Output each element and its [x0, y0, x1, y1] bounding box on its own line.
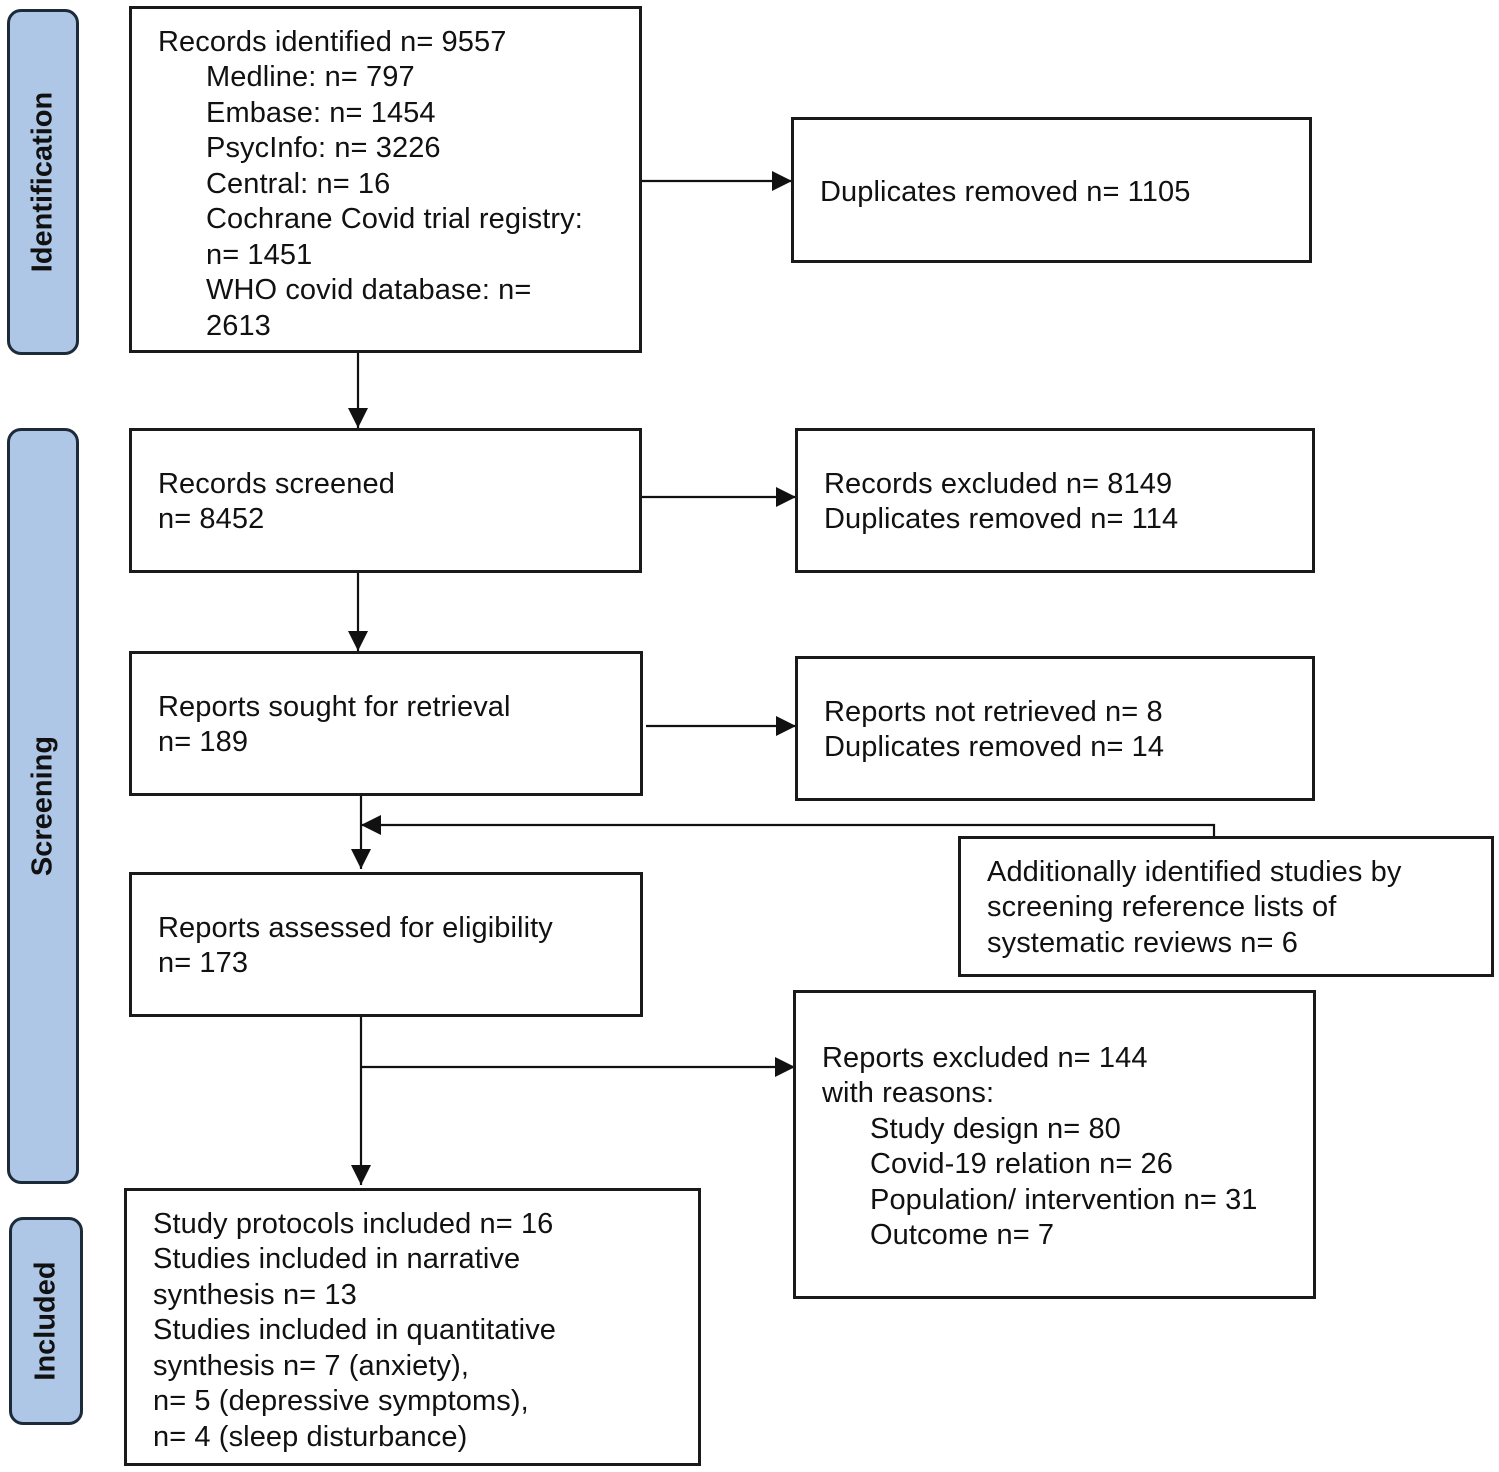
records-excluded-box: Records excluded n= 8149 Duplicates remo… [795, 428, 1315, 573]
included-quantitative-1: Studies included in quantitative [153, 1314, 557, 1346]
source-embase: Embase: n= 1454 [206, 97, 436, 129]
source-who: WHO covid database: n= [206, 274, 532, 306]
source-psycinfo: PsycInfo: n= 3226 [206, 132, 441, 164]
records-screened-label: Records screened [158, 468, 395, 500]
included-quantitative-sleep: n= 4 (sleep disturbance) [153, 1421, 468, 1453]
reports-sought-box: Reports sought for retrieval n= 189 [129, 651, 643, 796]
additional-studies-line-2: screening reference lists of [987, 891, 1337, 923]
records-screened-box: Records screened n= 8452 [129, 428, 642, 573]
included-quantitative-depressive: n= 5 (depressive symptoms), [153, 1385, 529, 1417]
included-narrative-2: synthesis n= 13 [153, 1279, 357, 1311]
included-quantitative-anxiety: synthesis n= 7 (anxiety), [153, 1350, 470, 1382]
source-cochrane: Cochrane Covid trial registry: [206, 203, 583, 235]
stage-screening: Screening [7, 428, 79, 1184]
reports-not-retrieved-text: Reports not retrieved n= 8 [824, 696, 1163, 728]
source-cochrane-count: n= 1451 [206, 239, 313, 271]
reports-excluded-reasons-label: with reasons: [822, 1077, 995, 1109]
reports-not-retrieved-duplicates: Duplicates removed n= 14 [824, 731, 1165, 763]
source-who-count: 2613 [206, 310, 271, 342]
source-central: Central: n= 16 [206, 168, 391, 200]
duplicates-removed-box: Duplicates removed n= 1105 [791, 117, 1312, 263]
reports-assessed-count: n= 173 [158, 947, 249, 979]
reports-sought-count: n= 189 [158, 726, 249, 758]
additional-studies-line-3: systematic reviews n= 6 [987, 927, 1298, 959]
records-duplicates-text: Duplicates removed n= 114 [824, 503, 1179, 535]
records-screened-count: n= 8452 [158, 503, 265, 535]
arrow-additional-to-assessed [361, 815, 1216, 836]
additional-studies-line-1: Additionally identified studies by [987, 856, 1402, 888]
reports-assessed-box: Reports assessed for eligibility n= 173 [129, 872, 643, 1017]
records-identified-total: Records identified n= 9557 [158, 26, 507, 58]
additional-studies-box: Additionally identified studies by scree… [958, 836, 1494, 977]
reports-not-retrieved-box: Reports not retrieved n= 8 Duplicates re… [795, 656, 1315, 801]
source-medline: Medline: n= 797 [206, 61, 415, 93]
reason-population-intervention: Population/ intervention n= 31 [870, 1184, 1258, 1216]
reason-covid-relation: Covid-19 relation n= 26 [870, 1148, 1173, 1180]
records-identified-box: Records identified n= 9557 Medline: n= 7… [129, 6, 642, 353]
reports-excluded-box: Reports excluded n= 144 with reasons: St… [793, 990, 1316, 1299]
reason-outcome: Outcome n= 7 [870, 1219, 1055, 1251]
records-excluded-text: Records excluded n= 8149 [824, 468, 1173, 500]
reports-sought-label: Reports sought for retrieval [158, 691, 511, 723]
reports-excluded-total: Reports excluded n= 144 [822, 1042, 1148, 1074]
stage-included: Included [9, 1217, 83, 1425]
included-narrative-1: Studies included in narrative [153, 1243, 521, 1275]
studies-included-box: Study protocols included n= 16 Studies i… [124, 1188, 701, 1466]
reports-assessed-label: Reports assessed for eligibility [158, 912, 553, 944]
duplicates-removed-text: Duplicates removed n= 1105 [820, 176, 1191, 208]
included-protocols: Study protocols included n= 16 [153, 1208, 554, 1240]
reason-study-design: Study design n= 80 [870, 1113, 1121, 1145]
stage-identification: Identification [7, 9, 79, 355]
